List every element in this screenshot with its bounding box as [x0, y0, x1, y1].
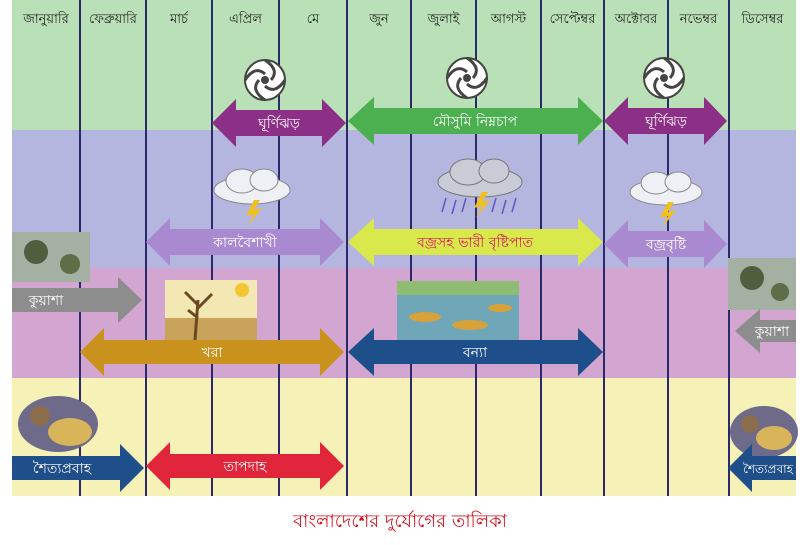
monsoon-depression-arrow: মৌসুমি নিম্নচাপ: [348, 97, 603, 145]
cyclone-icon: [445, 56, 489, 100]
month-label-feb: ফেব্রুয়ারি: [89, 12, 137, 27]
cyclone-spring-arrow: ঘূর্ণিঝড়: [212, 99, 346, 147]
month-label-jan: জানুয়ারি: [23, 12, 69, 27]
drought-arrow: খরা: [80, 328, 344, 376]
month-label-jul: জুলাই: [427, 12, 460, 27]
cyclone-icon: [642, 56, 686, 100]
month-label-mar: মার্চ: [169, 12, 188, 27]
month-label-jun: জুন: [369, 12, 389, 27]
drought-scene-icon: [165, 280, 257, 342]
rain-cloud-icon: [437, 158, 523, 218]
fog-left-arrow: কুয়াশা: [12, 277, 142, 323]
fog-right-label: কুয়াশা: [754, 324, 790, 340]
cyclone-icon: [243, 58, 287, 102]
month-label-sep: সেপ্টেম্বর: [549, 12, 596, 27]
flood-label: বন্যা: [462, 345, 488, 361]
month-label-dec: ডিসেম্বর: [741, 12, 784, 27]
heavy-rain-arrow: বজ্রসহ ভারী বৃষ্টিপাত: [348, 218, 603, 266]
heat-wave-arrow: তাপদাহ: [146, 442, 344, 490]
cold-scene-icon: [730, 406, 798, 458]
month-label-nov: নভেম্বর: [679, 12, 718, 27]
fog-left-label: কুয়াশা: [28, 293, 64, 309]
cold-wave-right-arrow: শৈত্যপ্রবাহ: [728, 444, 796, 492]
heavy-rain-label: বজ্রসহ ভারী বৃষ্টিপাত: [416, 234, 534, 251]
fog-right-arrow: কুয়াশা: [735, 309, 796, 353]
month-label-oct: অক্টোবর: [614, 12, 658, 27]
storm-cloud-icon: [213, 168, 291, 226]
band-heat: [12, 378, 796, 496]
heat-wave-label: তাপদাহ: [223, 459, 267, 475]
month-label-aug: আগস্ট: [490, 12, 527, 27]
flood-arrow: বন্যা: [348, 328, 603, 376]
cold-wave-right-label: শৈত্যপ্রবাহ: [743, 462, 794, 476]
diagram-caption: বাংলাদেশের দুর্যোগের তালিকা: [293, 511, 507, 532]
cold-wave-arrow: শৈত্যপ্রবাহ: [12, 444, 144, 492]
cyclone-autumn-arrow: ঘূর্ণিঝড়: [604, 97, 727, 145]
flood-scene-icon: [397, 281, 519, 341]
kalbaishakhi-arrow: কালবৈশাখী: [146, 218, 344, 266]
thunderstorm-arrow: বজ্রবৃষ্টি: [604, 220, 727, 268]
drought-label: খরা: [202, 345, 224, 361]
month-label-may: মে: [306, 12, 320, 27]
thunderstorm-label: বজ্রবৃষ্টি: [645, 236, 687, 253]
cyclone-spring-label: ঘূর্ণিঝড়: [257, 115, 301, 132]
kalbaishakhi-label: কালবৈশাখী: [212, 234, 277, 251]
fog-scene-icon: [12, 232, 90, 282]
monsoon-depression-label: মৌসুমি নিম্নচাপ: [433, 113, 518, 130]
month-label-apr: এপ্রিল: [229, 12, 262, 27]
cyclone-autumn-label: ঘূর্ণিঝড়: [644, 113, 688, 130]
cold-wave-label: শৈত্যপ্রবাহ: [33, 460, 92, 477]
storm-cloud-icon: [629, 171, 703, 228]
cold-scene-icon: [18, 396, 98, 452]
fog-scene-icon: [728, 258, 796, 310]
